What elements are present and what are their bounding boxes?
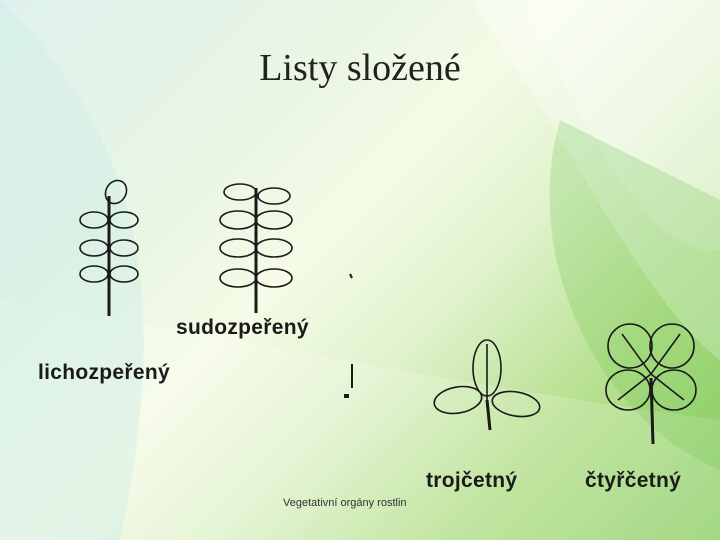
odd-pinnate-leaf-drawing xyxy=(78,178,140,318)
quadrifoliate-leaf-drawing xyxy=(598,318,702,446)
slide-title: Listy složené xyxy=(0,46,720,90)
label-quadrifoliate: čtyřčetný xyxy=(585,469,681,493)
label-odd-pinnate: lichozpeřený xyxy=(38,361,170,385)
label-even-pinnate: sudozpeřený xyxy=(176,316,309,340)
trifoliate-leaf-drawing xyxy=(432,338,542,433)
stray-mark xyxy=(340,266,360,406)
slide-footer: Vegetativní orgány rostlin xyxy=(283,497,407,509)
label-trifoliate: trojčetný xyxy=(426,469,517,493)
even-pinnate-leaf-drawing xyxy=(216,180,296,315)
